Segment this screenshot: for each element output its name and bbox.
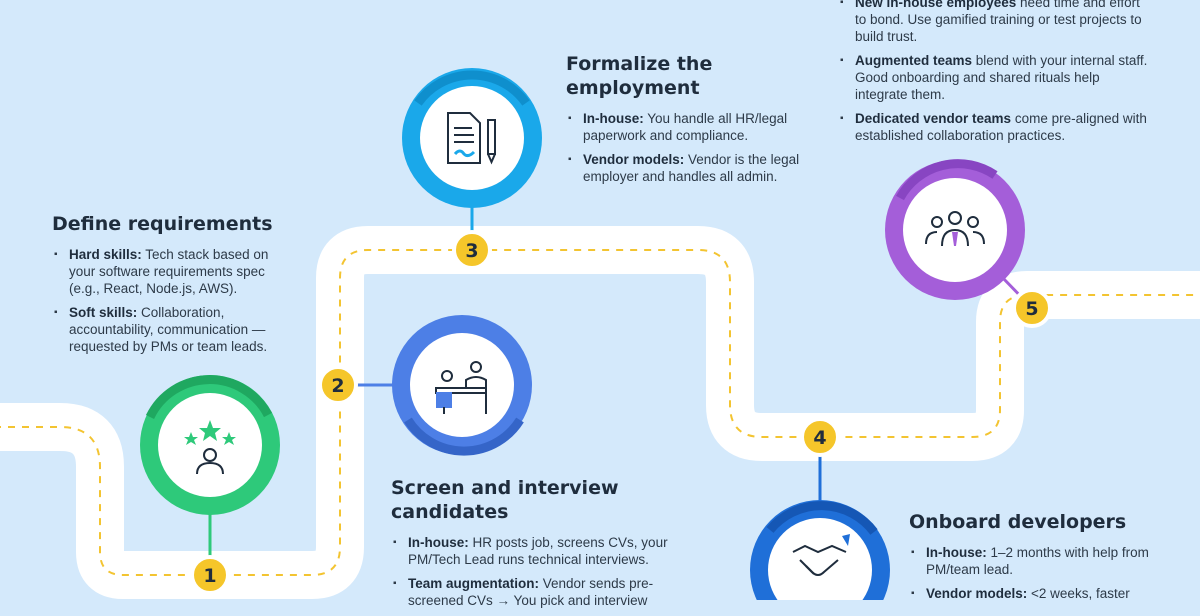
step-3-title: Formalize the employment xyxy=(566,53,713,99)
bullet-label: Hard skills: xyxy=(69,247,142,262)
step-4-badge xyxy=(750,500,890,600)
step-2-bullets: In-house: HR posts job, screens CVs, you… xyxy=(391,534,696,609)
step-4-bullets: In-house: 1–2 months with help from PM/t… xyxy=(909,544,1159,602)
bullet-text: Vendor is the legal employer and handles… xyxy=(583,152,800,184)
handshake-icon xyxy=(792,534,850,576)
step-1-title: Define requirements xyxy=(52,213,273,235)
step-1-text: Define requirements Hard skills: Tech st… xyxy=(52,212,297,362)
step-2-text: Screen and interview candidates In-house… xyxy=(391,476,696,616)
marker-4-number: 4 xyxy=(813,427,826,449)
bullet-label: Augmented teams xyxy=(855,53,973,68)
bullet-text: come pre-aligned with established collab… xyxy=(855,111,1147,143)
marker-1: 1 xyxy=(190,555,230,595)
list-item: Soft skills: Collaboration, accountabili… xyxy=(52,304,297,355)
bullet-text: HR posts job, screens CVs, your PM/Tech … xyxy=(408,535,668,567)
bullet-text: 1–2 months with help from PM/team lead. xyxy=(926,545,1149,577)
roadmap-diagram: 1 2 3 4 5 xyxy=(0,68,1200,600)
step-3-badge xyxy=(402,68,542,208)
list-item: In-house: You handle all HR/legal paperw… xyxy=(566,110,811,144)
bullet-text: Collaboration, accountability, communica… xyxy=(69,305,268,354)
bullet-label: In-house: xyxy=(926,545,987,560)
step-2-title: Screen and interview candidates xyxy=(391,477,619,523)
bullet-label: Vendor models: xyxy=(583,152,685,167)
list-item: In-house: 1–2 months with help from PM/t… xyxy=(909,544,1159,578)
list-item: Dedicated vendor teams come pre-aligned … xyxy=(838,110,1153,144)
bullet-text: need time and effort to bond. Use gamifi… xyxy=(855,0,1142,44)
marker-5-number: 5 xyxy=(1025,298,1038,320)
list-item: Augmented teams blend with your internal… xyxy=(838,52,1153,103)
marker-4: 4 xyxy=(800,417,840,457)
step-4-text: Onboard developers In-house: 1–2 months … xyxy=(909,510,1159,609)
bullet-label: In-house: xyxy=(583,111,644,126)
marker-2-number: 2 xyxy=(331,375,344,397)
bullet-text: Tech stack based on your software requir… xyxy=(69,247,269,296)
step-5-badge xyxy=(885,159,1025,300)
marker-3: 3 xyxy=(452,230,492,270)
bullet-label: Soft skills: xyxy=(69,305,138,320)
bullet-label: Team augmentation: xyxy=(408,576,540,591)
list-item: New in-house employees need time and eff… xyxy=(838,0,1153,45)
bullet-label: Vendor models: xyxy=(926,586,1028,601)
step-1-bullets: Hard skills: Tech stack based on your so… xyxy=(52,246,297,355)
bullet-label: In-house: xyxy=(408,535,469,550)
bullet-text: <2 weeks, faster xyxy=(1027,586,1130,601)
step-5-bullets: New in-house employees need time and eff… xyxy=(838,0,1153,144)
marker-1-number: 1 xyxy=(203,565,216,587)
bullet-text: You handle all HR/legal paperwork and co… xyxy=(583,111,788,143)
marker-3-number: 3 xyxy=(465,240,478,262)
marker-5: 5 xyxy=(1012,288,1052,328)
list-item: Vendor models: <2 weeks, faster xyxy=(909,585,1159,602)
list-item: Vendor models: Vendor is the legal emplo… xyxy=(566,151,811,185)
step-2-badge xyxy=(392,315,532,456)
star-candidate-icon xyxy=(184,420,236,475)
interview-icon xyxy=(435,361,487,414)
bullet-label: New in-house employees xyxy=(855,0,1017,10)
step-3-text: Formalize the employment In-house: You h… xyxy=(566,52,811,192)
step-5-text: New in-house employees need time and eff… xyxy=(838,0,1153,151)
step-4-title: Onboard developers xyxy=(909,511,1127,533)
marker-2: 2 xyxy=(318,365,358,405)
step-1-badge xyxy=(140,375,280,515)
list-item: Hard skills: Tech stack based on your so… xyxy=(52,246,297,297)
list-item: Team augmentation: Vendor sends pre-scre… xyxy=(391,575,696,609)
bullet-label: Dedicated vendor teams xyxy=(855,111,1012,126)
list-item: In-house: HR posts job, screens CVs, you… xyxy=(391,534,696,568)
bullet-text: blend with your internal staff. Good onb… xyxy=(855,53,1148,102)
team-icon xyxy=(925,211,985,247)
step-3-bullets: In-house: You handle all HR/legal paperw… xyxy=(566,110,811,185)
contract-document-icon xyxy=(447,112,496,165)
